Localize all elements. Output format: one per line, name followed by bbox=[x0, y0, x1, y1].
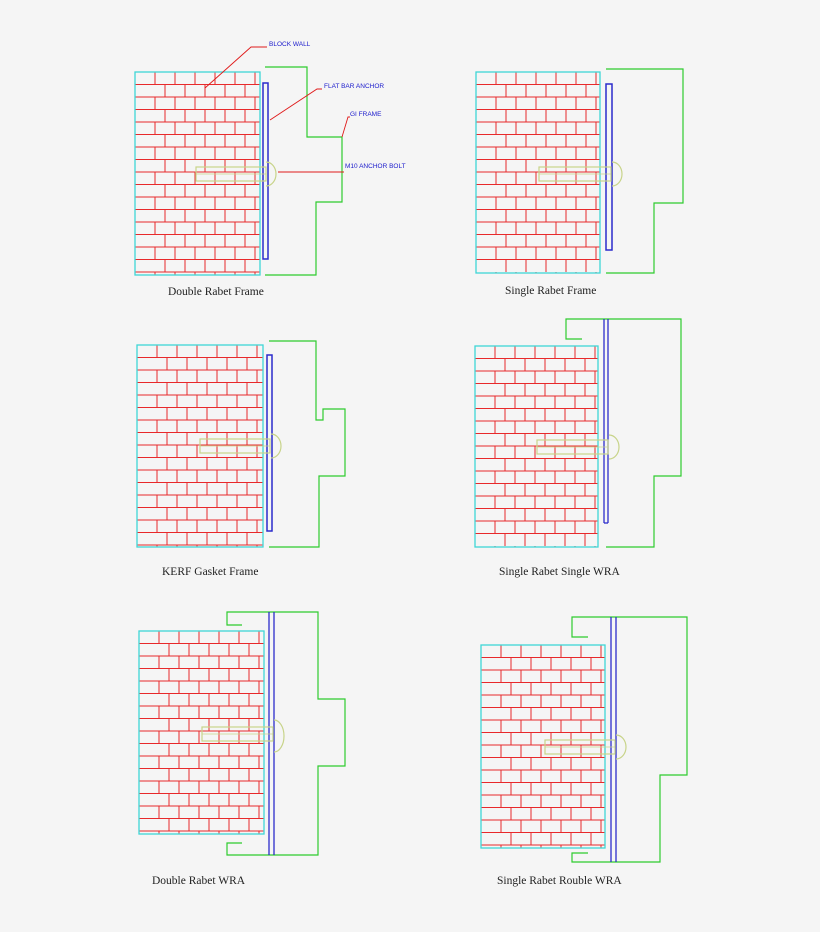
gi-frame-outline-bottom bbox=[226, 842, 273, 856]
flat-bar-anchor-callout: FLAT BAR ANCHOR bbox=[324, 83, 384, 90]
caption-double-rabet-wra: Double Rabet WRA bbox=[152, 875, 246, 887]
gi-frame-callout: GI FRAME bbox=[350, 111, 382, 118]
caption-single-rabet-single-wra: Single Rabet Single WRA bbox=[499, 566, 620, 578]
bolt-head bbox=[611, 161, 623, 187]
m10-anchor-bolt-callout: M10 ANCHOR BOLT bbox=[345, 163, 406, 170]
panel-kerf-gasket-frame bbox=[136, 340, 346, 548]
panel-single-rabet-single-wra bbox=[474, 318, 682, 548]
flat-bar-anchor bbox=[262, 82, 269, 260]
panel-single-rabet-frame bbox=[475, 68, 684, 274]
block-wall-leader bbox=[204, 46, 267, 89]
panel-single-rabet-rouble-wra bbox=[480, 616, 688, 863]
bolt-head bbox=[273, 719, 285, 753]
gi-frame-outline-top bbox=[571, 616, 688, 863]
block-wall bbox=[480, 644, 606, 849]
panel-double-rabet-wra bbox=[138, 611, 346, 856]
gi-frame-leader bbox=[341, 116, 350, 138]
bolt-head bbox=[265, 161, 277, 187]
caption-double-rabet-frame: Double Rabet Frame bbox=[168, 286, 264, 298]
block-wall bbox=[138, 630, 265, 835]
block-wall bbox=[474, 345, 599, 548]
panel-double-rabet-frame: BLOCK WALL FLAT BAR ANCHOR GI FRAME M10 … bbox=[134, 41, 406, 276]
block-wall bbox=[136, 344, 264, 548]
block-wall bbox=[134, 71, 261, 276]
gi-frame-outline bbox=[269, 340, 346, 548]
gi-frame-outline-bottom bbox=[571, 852, 615, 863]
gi-frame-outline bbox=[606, 68, 684, 274]
bolt-head bbox=[270, 433, 282, 459]
block-wall bbox=[475, 71, 601, 274]
block-wall-callout: BLOCK WALL bbox=[269, 41, 311, 48]
flat-bar-anchor bbox=[266, 354, 273, 532]
caption-kerf-gasket-frame: KERF Gasket Frame bbox=[162, 566, 259, 578]
gi-frame-outline-top bbox=[226, 611, 346, 856]
caption-single-rabet-rouble-wra: Single Rabet Rouble WRA bbox=[497, 875, 622, 887]
bolt-head bbox=[608, 434, 620, 460]
gi-frame-outline bbox=[265, 66, 343, 276]
gi-frame-outline bbox=[565, 318, 682, 548]
caption-single-rabet-frame: Single Rabet Frame bbox=[505, 285, 597, 297]
flat-bar-anchor-leader bbox=[269, 88, 322, 121]
bolt-head bbox=[615, 734, 627, 760]
